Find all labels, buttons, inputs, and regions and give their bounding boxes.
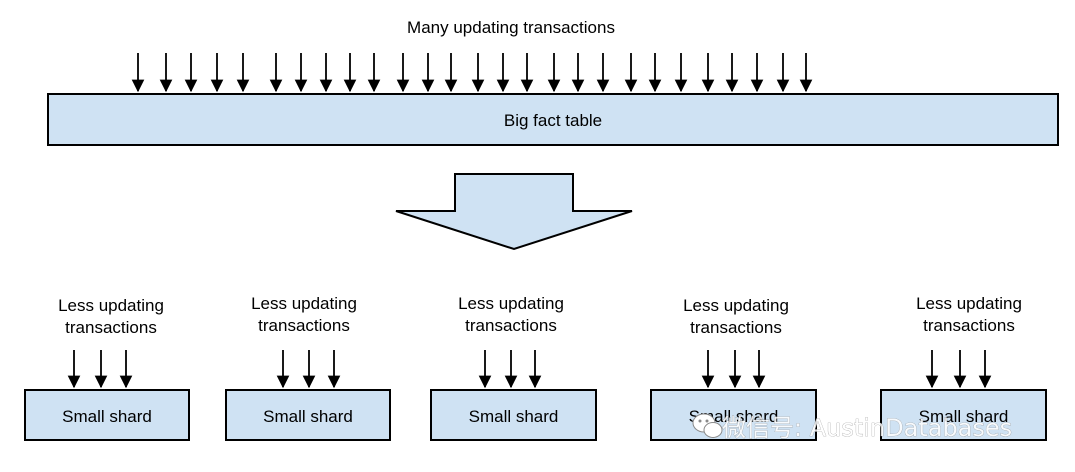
shard-box-label: Small shard (469, 407, 559, 426)
split-arrow (395, 173, 633, 251)
shard-label-line1: Less updating (251, 294, 357, 313)
shard-label-line1: Less updating (916, 294, 1022, 313)
shard-label-line1: Less updating (683, 296, 789, 315)
watermark: 微信号: AustinDatabases (692, 413, 1012, 442)
shard-label-line2: transactions (65, 318, 157, 337)
shard-box-label: Small shard (263, 407, 353, 426)
wechat-logo-icon (692, 413, 723, 438)
top-label: Many updating transactions (407, 18, 615, 37)
shard-box (225, 389, 391, 441)
shard-label-line2: transactions (258, 316, 350, 335)
shard-label-line2: transactions (690, 318, 782, 337)
watermark-text: 微信号: AustinDatabases (722, 414, 1012, 442)
shard-box (430, 389, 597, 441)
shard-box (880, 389, 1047, 441)
shard-label-line1: Less updating (58, 296, 164, 315)
shard-label-line2: transactions (923, 316, 1015, 335)
shard-box-label: Small shard (919, 407, 1009, 426)
shard-box (650, 389, 817, 441)
top-arrow-group (131, 53, 813, 93)
shard-label-line1: Less updating (458, 294, 564, 313)
shard-label-line2: transactions (465, 316, 557, 335)
shard-box-label: Small shard (62, 407, 152, 426)
big-fact-table-label: Big fact table (504, 111, 602, 130)
shard-box (24, 389, 190, 441)
big-fact-table-box (47, 93, 1059, 146)
